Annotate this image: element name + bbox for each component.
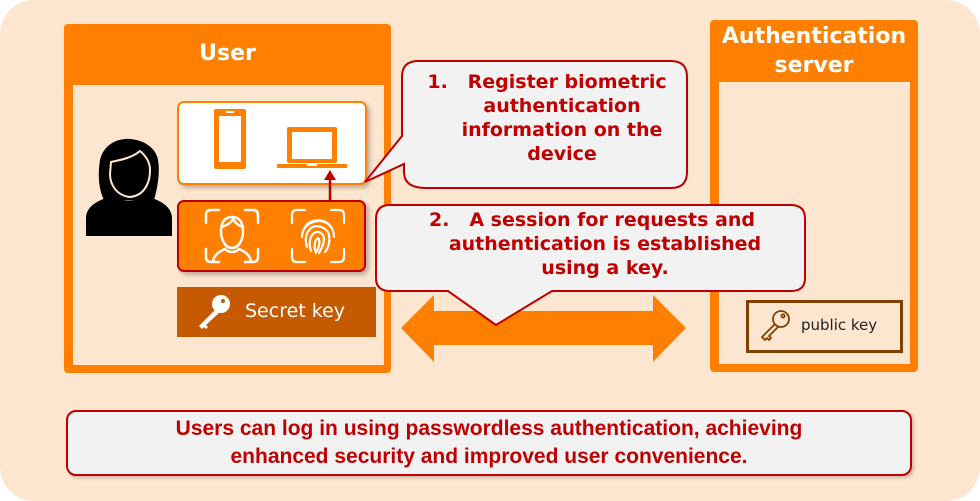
callout-1-line1: 1. Register biometric bbox=[416, 70, 678, 94]
auth-server-panel-title: Authentication server bbox=[710, 22, 918, 80]
callout-1-line3: information on the bbox=[461, 119, 663, 141]
key-icon bbox=[199, 295, 230, 329]
session-double-arrow bbox=[401, 295, 686, 362]
laptop-icon bbox=[277, 127, 347, 168]
key-outline-icon bbox=[761, 310, 790, 341]
summary-box: Users can log in using passwordless auth… bbox=[66, 410, 912, 476]
callout-2-bubble bbox=[375, 204, 806, 327]
user-panel-title: User bbox=[199, 41, 256, 66]
user-person-icon bbox=[86, 138, 172, 236]
callout-1-number: 1. bbox=[427, 71, 448, 93]
callout-1-line4: device bbox=[527, 143, 597, 165]
callout-2-line1-text: A session for requests and bbox=[469, 209, 755, 231]
secret-key-box: Secret key bbox=[177, 287, 376, 337]
fingerprint-icon bbox=[290, 208, 346, 264]
summary-text: Users can log in using passwordless auth… bbox=[68, 415, 910, 471]
callout-1-line1-text: Register biometric bbox=[467, 71, 667, 93]
secret-key-label: Secret key bbox=[245, 300, 346, 322]
summary-line2: enhanced security and improved user conv… bbox=[230, 445, 748, 468]
callout-2-text: 2. A session for requests and authentica… bbox=[392, 208, 792, 280]
face-recognition-icon bbox=[204, 208, 260, 264]
public-key-box: public key bbox=[746, 300, 903, 353]
summary-line1: Users can log in using passwordless auth… bbox=[175, 417, 803, 440]
callout-1-line2: authentication bbox=[483, 95, 641, 117]
callout-2-number: 2. bbox=[429, 209, 450, 231]
callout-1-text: 1. Register biometric authentication inf… bbox=[416, 70, 678, 166]
public-key-label: public key bbox=[801, 316, 878, 334]
auth-server-title-line2: server bbox=[774, 53, 854, 78]
callout-1-bubble bbox=[364, 60, 688, 189]
callout-2-line3: using a key. bbox=[541, 257, 669, 279]
biometric-box bbox=[177, 200, 366, 272]
callout-2-line1: 2. A session for requests and bbox=[392, 208, 792, 232]
smartphone-icon bbox=[214, 109, 246, 169]
auth-server-title-line1: Authentication bbox=[721, 24, 907, 49]
callout-2-line2: authentication is established bbox=[448, 233, 762, 255]
